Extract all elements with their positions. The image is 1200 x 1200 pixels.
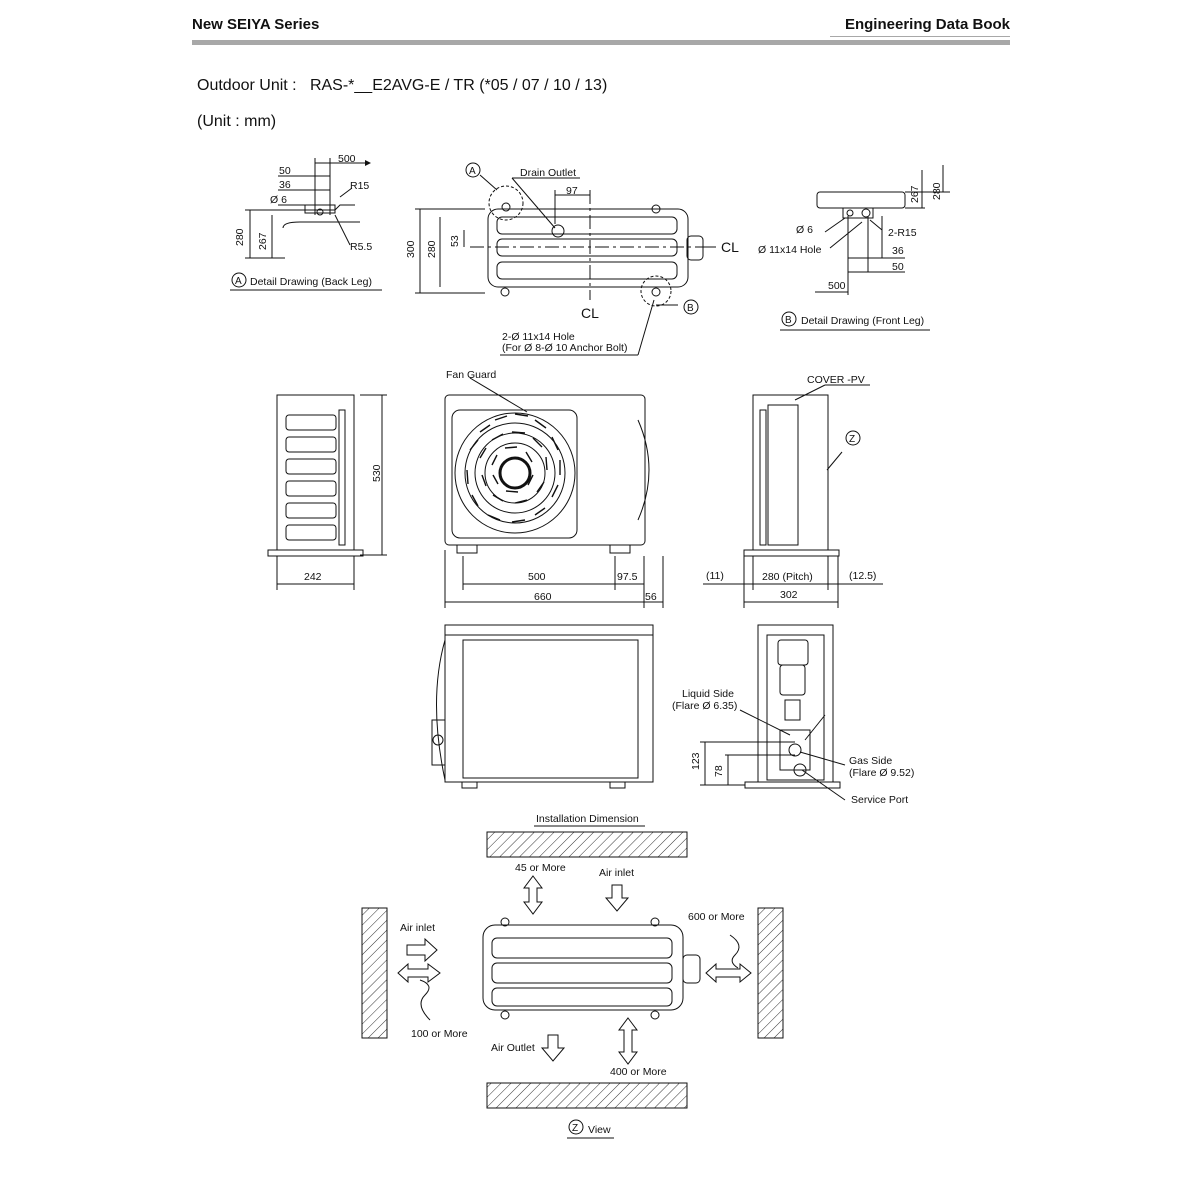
- front-dim-660: 660: [534, 591, 552, 603]
- wall-top: [486, 831, 688, 858]
- front-dim-97-5: 97.5: [617, 571, 638, 583]
- hole-note-line2: (For Ø 8-Ø 10 Anchor Bolt): [502, 342, 627, 354]
- right-dim-11: (11): [706, 570, 724, 582]
- front-leg-dim-500: 500: [828, 280, 846, 292]
- pipe-dim-123: 123: [690, 752, 702, 770]
- header-rule: [192, 40, 1010, 45]
- top-view-dim-280: 280: [426, 240, 438, 258]
- fan-guard-label: Fan Guard: [446, 369, 496, 381]
- right-dim-302: 302: [780, 589, 798, 601]
- air-inlet-top-label: Air inlet: [599, 867, 634, 879]
- front-dim-500: 500: [528, 571, 546, 583]
- top-view-marker-b: [683, 299, 699, 315]
- back-leg-dim-500: 500: [338, 153, 356, 165]
- front-leg-dim-280: 280: [931, 182, 943, 200]
- top-view-marker-a-letter: A: [469, 166, 476, 177]
- front-leg-dim-r15: 2-R15: [888, 227, 917, 239]
- clearance-left-label: 100 or More: [411, 1028, 468, 1040]
- header-book: Engineering Data Book: [844, 16, 1010, 33]
- front-leg-caption: Detail Drawing (Front Leg): [801, 315, 924, 327]
- gas-side-label: Gas Side: [849, 755, 892, 767]
- pipe-dim-78: 78: [713, 765, 725, 777]
- header-rule-top: [830, 36, 1010, 41]
- back-leg-dim-50: 50: [279, 165, 291, 177]
- installation-unit: [482, 917, 701, 1020]
- liquid-flare-label: (Flare Ø 6.35): [672, 700, 737, 712]
- front-leg-dim-50: 50: [892, 261, 904, 273]
- front-leg-dim-dia6: Ø 6: [796, 224, 813, 236]
- back-leg-marker: [231, 272, 247, 288]
- gas-flare-label: (Flare Ø 9.52): [849, 767, 914, 779]
- air-outlet-label: Air Outlet: [491, 1042, 535, 1054]
- top-view-dim-300: 300: [405, 240, 417, 258]
- drain-outlet-label: Drain Outlet: [520, 167, 576, 179]
- clearance-right-label: 600 or More: [688, 911, 745, 923]
- clearance-bottom-label: 400 or More: [610, 1066, 667, 1078]
- back-leg-dim-dia6: Ø 6: [270, 194, 287, 206]
- back-leg-dim-r15: R15: [350, 180, 369, 192]
- header-series: New SEIYA Series: [192, 16, 320, 33]
- top-view-cl-right: CL: [721, 239, 739, 255]
- front-dim-56: 56: [645, 591, 657, 603]
- front-leg-marker-letter: B: [785, 315, 792, 326]
- air-inlet-left-label: Air inlet: [400, 922, 435, 934]
- back-leg-dim-r55: R5.5: [350, 241, 372, 253]
- front-leg-marker: [781, 311, 797, 327]
- front-leg-dim-36: 36: [892, 245, 904, 257]
- left-side-view: [267, 394, 387, 590]
- top-view-marker-a: [465, 162, 481, 178]
- right-dim-280: 280 (Pitch): [762, 571, 813, 583]
- front-leg-dim-267: 267: [909, 185, 921, 203]
- pipe-connection-view: [700, 624, 846, 801]
- wall-left: [361, 907, 388, 1039]
- back-view: [431, 624, 654, 789]
- front-leg-dim-hole: Ø 11x14 Hole: [758, 244, 822, 256]
- fan-guard-pattern: [466, 413, 561, 523]
- hole-note-line1: 2-Ø 11x14 Hole: [502, 331, 575, 343]
- left-side-dim-242: 242: [304, 571, 322, 583]
- left-side-dim-530: 530: [371, 464, 383, 482]
- front-view: [444, 377, 664, 608]
- top-view-marker-b-letter: B: [687, 303, 694, 314]
- back-leg-dim-267: 267: [257, 232, 269, 250]
- right-dim-12-5: (12.5): [849, 570, 876, 582]
- view-z-letter: Z: [572, 1123, 578, 1134]
- service-port-label: Service Port: [851, 794, 908, 806]
- clearance-arrows: [397, 875, 752, 1065]
- back-leg-detail: [245, 158, 371, 259]
- top-view-cl-bottom: CL: [581, 305, 599, 321]
- clearance-top-label: 45 or More: [515, 862, 566, 874]
- page-title: Outdoor Unit : RAS-*__E2AVG-E / TR (*05 …: [197, 77, 608, 94]
- top-view-dim-97: 97: [566, 185, 578, 197]
- wall-bottom: [486, 1082, 688, 1109]
- cover-pv-label: COVER -PV: [807, 374, 865, 386]
- marker-z-letter: Z: [849, 434, 855, 445]
- marker-z: [845, 430, 861, 446]
- top-view: [415, 174, 716, 356]
- back-leg-dim-36: 36: [279, 179, 291, 191]
- installation-title: Installation Dimension: [536, 813, 639, 825]
- unit-note: (Unit : mm): [197, 113, 277, 130]
- view-z-label: View: [588, 1124, 611, 1136]
- wall-right: [757, 907, 784, 1039]
- top-view-dim-53: 53: [449, 235, 461, 247]
- right-side-view: [703, 384, 883, 608]
- back-leg-dim-280: 280: [234, 228, 246, 246]
- clearance-leaders: [419, 934, 740, 1021]
- liquid-side-label: Liquid Side: [682, 688, 734, 700]
- front-leg-detail: [780, 165, 950, 331]
- back-leg-caption: Detail Drawing (Back Leg): [250, 276, 372, 288]
- back-leg-marker-letter: A: [235, 276, 242, 287]
- view-z-marker: [568, 1119, 584, 1135]
